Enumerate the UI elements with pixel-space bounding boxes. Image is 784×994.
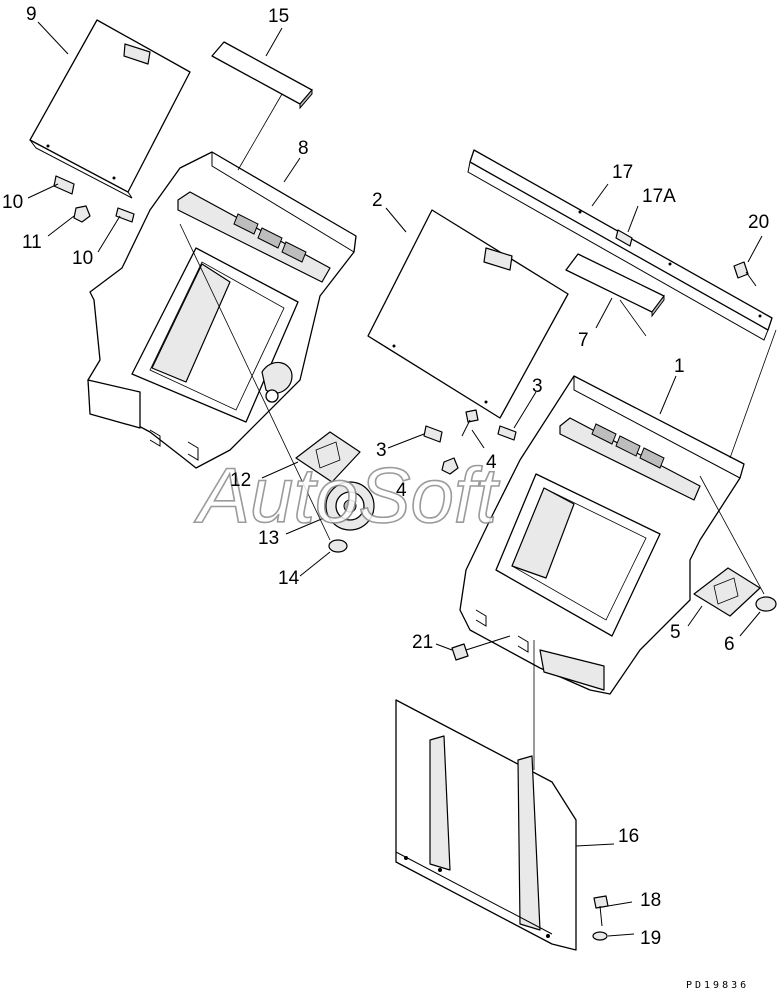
part-15-pad	[211, 41, 313, 110]
label-part-4a: 4	[486, 452, 497, 473]
label-part-8: 8	[298, 138, 309, 159]
label-part-20: 20	[748, 212, 769, 233]
label-part-2: 2	[372, 190, 383, 211]
label-part-21: 21	[412, 632, 433, 653]
label-part-18: 18	[640, 890, 661, 911]
label-part-4b: 4	[396, 480, 407, 501]
label-part-15: 15	[268, 6, 289, 27]
part-4-screw	[461, 409, 479, 437]
label-part-12: 12	[230, 470, 251, 491]
part-12-cover	[295, 431, 361, 483]
label-part-19: 19	[640, 928, 661, 949]
label-part-13: 13	[258, 528, 279, 549]
label-part-11: 11	[22, 232, 42, 253]
label-part-6: 6	[724, 634, 735, 655]
label-part-3a: 3	[532, 376, 543, 397]
part-1-housing	[459, 375, 745, 695]
part-9-lid	[29, 19, 191, 199]
label-part-10b: 10	[72, 248, 93, 269]
part-14-cap	[328, 539, 348, 553]
leader-lines	[27, 21, 777, 937]
part-6-cap	[755, 596, 777, 612]
part-19-washer	[592, 931, 608, 941]
label-part-16: 16	[618, 826, 639, 847]
label-part-7: 7	[578, 330, 589, 351]
part-5-cover	[693, 567, 761, 617]
part-4-nut	[441, 457, 459, 475]
part-10-clip-left	[53, 175, 75, 195]
part-3-clip-right	[497, 425, 517, 441]
label-part-17a: 17A	[642, 186, 676, 207]
label-part-1: 1	[674, 356, 685, 377]
part-20-bolt	[733, 261, 757, 287]
watermark: AutoSoft	[194, 451, 501, 539]
label-part-14: 14	[278, 568, 300, 589]
part-17a-tab	[615, 229, 633, 247]
part-13-fan	[325, 481, 375, 531]
label-part-17: 17	[612, 162, 633, 183]
part-2-lid	[367, 209, 569, 419]
part-7-pad	[565, 253, 665, 318]
label-part-3b: 3	[376, 440, 387, 461]
part-16-plate	[395, 699, 577, 951]
label-part-9: 9	[26, 4, 37, 25]
label-part-5: 5	[670, 622, 681, 643]
part-labels: 9 15 8 10 11 10 2 17 17A 20 7 1 3 3 4 4 …	[2, 4, 769, 949]
drawing-code: PD19836	[686, 980, 749, 991]
part-8-housing	[87, 151, 357, 469]
part-3-clip-left	[423, 425, 443, 443]
label-part-10a: 10	[2, 192, 23, 213]
part-11-nut	[73, 205, 91, 223]
part-18-bolt	[593, 895, 609, 927]
part-21-bolt	[451, 635, 511, 661]
part-10-clip-right	[115, 207, 135, 223]
